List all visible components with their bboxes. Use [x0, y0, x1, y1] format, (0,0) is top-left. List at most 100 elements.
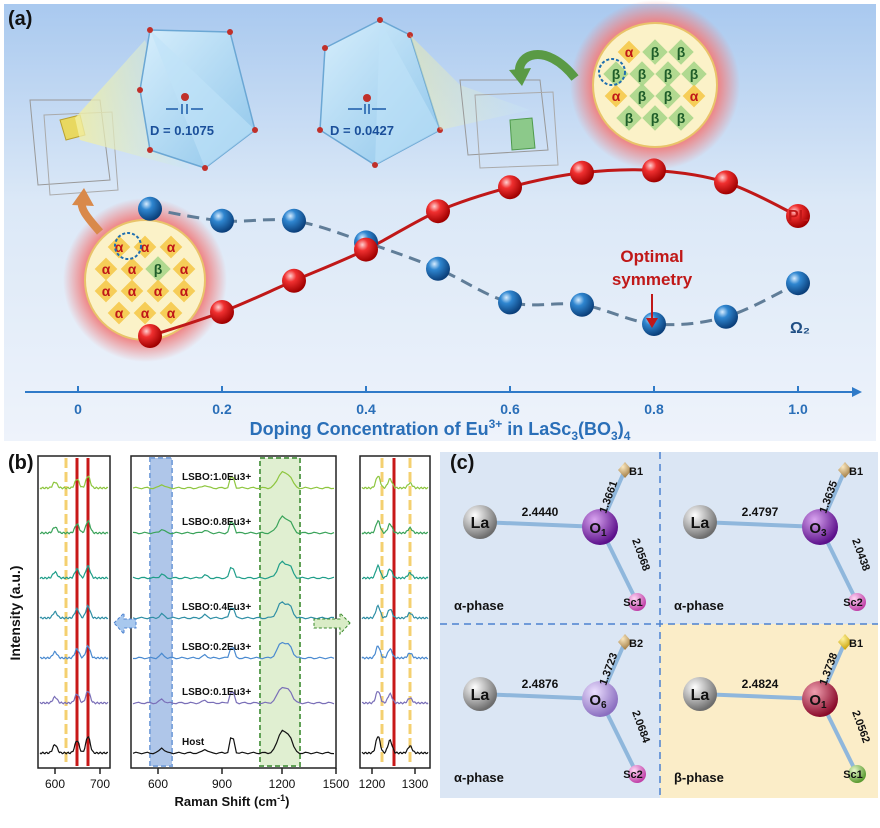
sc-label: Sc2	[623, 769, 643, 781]
x-tick-label: 0.8	[644, 401, 664, 417]
beta-site	[145, 256, 171, 282]
beta-symbol: β	[154, 261, 163, 277]
alpha-symbol: α	[690, 88, 699, 104]
alpha-symbol: α	[115, 305, 124, 321]
beta-symbol: β	[664, 66, 673, 82]
x-tick-label: 1200	[269, 777, 296, 791]
highlight-low-region	[149, 457, 173, 767]
beta-symbol: β	[638, 66, 647, 82]
spectrum-trace-left	[39, 519, 109, 535]
beta-site	[668, 39, 694, 65]
pl-data-point	[354, 237, 378, 262]
x-tick-label: 900	[212, 777, 232, 791]
la-label: La	[691, 515, 710, 532]
polyhedron-right	[317, 17, 530, 168]
spectrum-trace-right	[361, 736, 429, 755]
pl-data-point	[138, 324, 162, 348]
bond-length-la-o: 2.4797	[742, 505, 779, 519]
spectrum-trace-right	[361, 604, 429, 620]
bond-la-o	[479, 692, 601, 701]
beta-symbol: β	[690, 66, 699, 82]
beta-site	[642, 39, 668, 65]
x-tick-label: 0.2	[212, 401, 232, 417]
x-tick-label: 1200	[359, 777, 386, 791]
spectrum-trace-mid	[133, 641, 335, 660]
optimal-arrow-head	[646, 318, 658, 328]
alpha-site	[94, 257, 118, 281]
beta-site	[616, 105, 642, 131]
omega-data-point	[426, 256, 450, 281]
bond-la-o	[479, 520, 601, 529]
spectrum-trace-right	[361, 475, 429, 490]
alpha-symbol: α	[102, 283, 111, 299]
x-tick-label: 600	[148, 777, 168, 791]
beta-site	[642, 105, 668, 131]
alpha-symbol: α	[625, 44, 634, 60]
spectrum-trace-right	[362, 563, 429, 580]
alpha-symbol: α	[167, 239, 176, 255]
la-label: La	[691, 687, 710, 704]
beta-site	[655, 83, 681, 109]
b-atom	[618, 462, 632, 478]
pl-label: PL	[788, 208, 809, 225]
polyhedron-left	[137, 27, 258, 171]
b-atom	[618, 634, 632, 650]
alpha-symbol: α	[612, 88, 621, 104]
omega-data-point	[498, 290, 522, 315]
beta-site	[629, 61, 655, 87]
spectrum-label: Host	[182, 737, 205, 748]
la-label: La	[471, 515, 490, 532]
arrow-right-panel	[313, 611, 351, 636]
spectrum-label: LSBO:0.4Eu3+	[182, 602, 251, 613]
raman-left-frame	[37, 455, 111, 769]
d-label-left: D = 0.1075	[150, 123, 214, 138]
sc-label: Sc1	[623, 597, 643, 609]
o-atom	[582, 681, 618, 717]
x-axis-arrow	[852, 387, 862, 397]
spectrum-trace-left	[39, 565, 109, 580]
x-axis-title: Doping Concentration of Eu3+ in LaSc3(BO…	[250, 417, 631, 443]
beta-symbol: β	[677, 44, 686, 60]
omega-data-point	[210, 208, 234, 233]
phase-label: β-phase	[674, 770, 724, 785]
sc-atom	[848, 593, 866, 611]
x-tick-label: 700	[90, 777, 110, 791]
alpha-symbol: α	[115, 239, 124, 255]
pl-trend-curve	[149, 168, 799, 338]
pl-points	[138, 158, 810, 348]
x-tick-label: 0	[74, 401, 82, 417]
alpha-symbol: α	[128, 283, 137, 299]
raman-x-title: Raman Shift (cm-1)	[175, 793, 290, 809]
la-atom	[683, 677, 717, 711]
x-tick-label: 600	[45, 777, 65, 791]
b-label: B2	[629, 638, 643, 650]
sc-label: Sc2	[843, 597, 863, 609]
b-label: B1	[629, 466, 643, 478]
spectrum-trace-left	[39, 736, 109, 755]
panel-b: LSBO:1.0Eu3+LSBO:0.8Eu3+LSBO:0.4Eu3+LSBO…	[0, 448, 440, 823]
beta-symbol: β	[651, 110, 660, 126]
alpha-symbol: α	[141, 305, 150, 321]
pl-data-point	[210, 300, 234, 324]
alpha-symbol: α	[141, 239, 150, 255]
d-label-right: D = 0.0427	[330, 123, 394, 138]
alpha-symbol: α	[128, 261, 137, 277]
la-atom	[463, 505, 497, 539]
crystal-cell-right	[459, 79, 559, 169]
spectrum-trace-mid	[132, 686, 335, 705]
panel-b-figure: LSBO:1.0Eu3+LSBO:0.8Eu3+LSBO:0.4Eu3+LSBO…	[7, 455, 431, 809]
highlight-high-region	[259, 457, 301, 767]
phase-label: α-phase	[674, 598, 724, 613]
omega-label: Ω₂	[790, 320, 810, 337]
spectrum-trace-left	[39, 690, 109, 705]
beta-site	[655, 61, 681, 87]
b-atom	[838, 634, 852, 650]
spectrum-trace-mid	[132, 560, 335, 580]
bond-la-o	[699, 520, 821, 529]
spectra-labels: LSBO:1.0Eu3+LSBO:0.8Eu3+LSBO:0.4Eu3+LSBO…	[182, 472, 251, 748]
omega-trend-curve	[149, 207, 799, 327]
